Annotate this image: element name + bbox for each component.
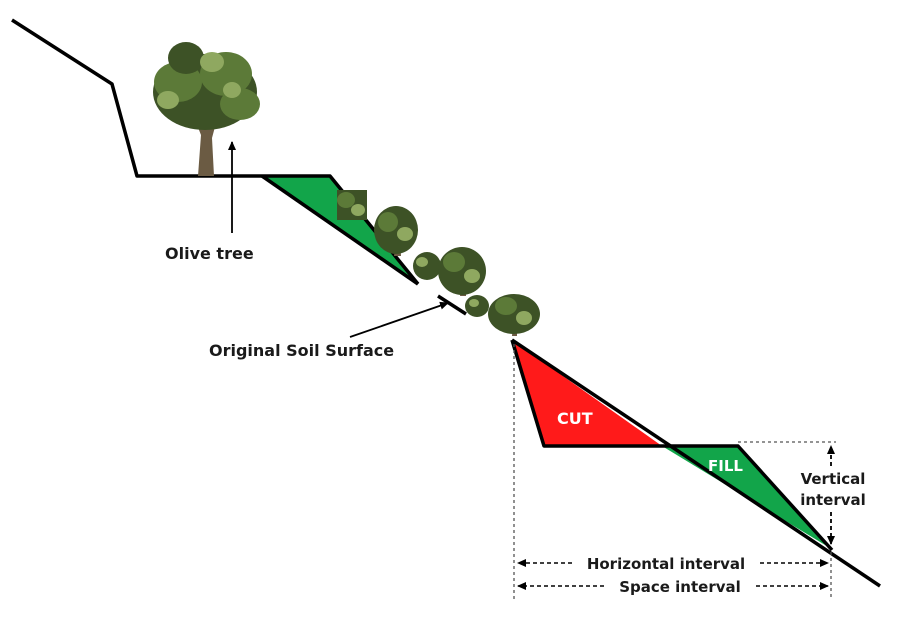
cut-label: CUT bbox=[557, 409, 593, 428]
lower-original-soil-segment bbox=[437, 294, 467, 316]
olive-tree-label: Olive tree bbox=[165, 244, 254, 263]
lower-original-soil-line bbox=[511, 338, 881, 588]
original-soil-surface-label: Original Soil Surface bbox=[209, 341, 394, 360]
space-interval-label: Space interval bbox=[619, 578, 741, 596]
small-tree-icon bbox=[413, 252, 441, 280]
small-tree-icon bbox=[374, 206, 418, 256]
olive-tree-icon bbox=[153, 42, 260, 176]
fill-label: FILL bbox=[708, 457, 743, 475]
small-tree-icon bbox=[488, 294, 540, 336]
lower-terrace-ground-line bbox=[510, 339, 834, 552]
small-tree-icon bbox=[465, 295, 489, 317]
vertical-interval-label: Vertical bbox=[801, 470, 866, 488]
soil-surface-pointer-arrow bbox=[349, 301, 449, 338]
small-tree-icon bbox=[438, 247, 486, 296]
vertical-interval-label: interval bbox=[800, 491, 866, 509]
small-tree-icon bbox=[337, 190, 367, 220]
upper-original-soil-line bbox=[261, 174, 419, 286]
horizontal-interval-label: Horizontal interval bbox=[587, 555, 745, 573]
